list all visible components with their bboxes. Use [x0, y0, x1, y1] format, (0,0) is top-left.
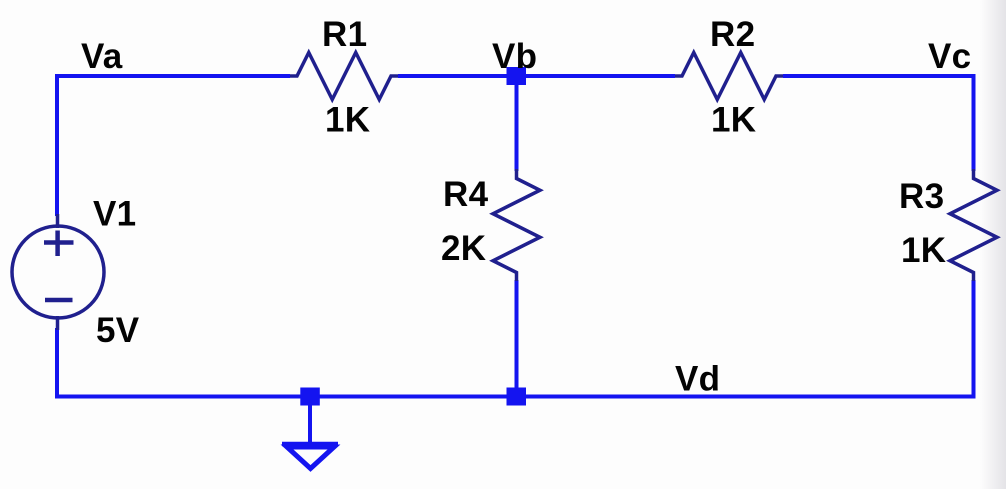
svg-text:1K: 1K [325, 101, 370, 140]
svg-text:5V: 5V [96, 311, 140, 350]
svg-text:R4: R4 [443, 175, 489, 214]
svg-text:Vc: Vc [928, 37, 971, 76]
svg-text:Vd: Vd [675, 360, 720, 399]
svg-text:V1: V1 [93, 194, 136, 233]
svg-text:2K: 2K [441, 229, 486, 268]
svg-text:R1: R1 [322, 15, 367, 54]
svg-text:R2: R2 [710, 15, 755, 54]
svg-text:1K: 1K [711, 101, 756, 140]
svg-text:R3: R3 [899, 177, 944, 216]
svg-text:Va: Va [81, 37, 123, 76]
svg-text:1K: 1K [901, 231, 946, 270]
svg-text:Vb: Vb [492, 37, 537, 76]
